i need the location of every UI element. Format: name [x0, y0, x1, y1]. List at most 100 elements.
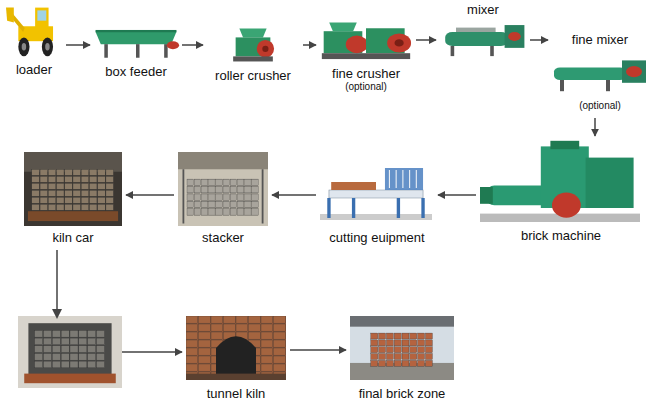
brick: [43, 353, 51, 360]
machine-label: loader: [16, 62, 52, 78]
brick: [35, 346, 43, 353]
brick: [425, 333, 432, 339]
brick: [186, 356, 198, 363]
brick: [402, 360, 409, 366]
brick: [98, 176, 105, 182]
brick: [73, 176, 80, 182]
machine-node: roller crusher: [203, 22, 303, 88]
brick: [274, 348, 286, 355]
machine-node: kiln car: [20, 150, 126, 250]
brick: [89, 204, 96, 210]
floor: [186, 374, 286, 380]
brick: [371, 333, 378, 339]
brick: [61, 338, 69, 345]
photo-wall: [24, 152, 122, 172]
brick: [394, 347, 401, 353]
brick: [187, 209, 193, 215]
brick: [371, 347, 378, 353]
brick: [274, 356, 286, 363]
brick: [89, 183, 96, 189]
brick: [194, 187, 200, 193]
photo-roof: [178, 152, 268, 169]
base: [233, 56, 273, 61]
brick: [201, 201, 207, 207]
brick: [418, 340, 425, 346]
brick: [89, 190, 96, 196]
brick: [89, 176, 96, 182]
brick: [79, 346, 87, 353]
brick: [211, 316, 223, 323]
machine-label: mixer: [467, 2, 499, 18]
brick: [386, 354, 393, 360]
machine-picture: [6, 2, 62, 58]
gear-box: [505, 25, 525, 48]
brick: [245, 209, 251, 215]
brick: [186, 316, 198, 323]
hopper: [550, 141, 579, 149]
kiln-wall: [186, 316, 286, 380]
photo-ground: [178, 152, 268, 226]
brick: [245, 194, 251, 200]
brick: [194, 194, 200, 200]
gear-box: [622, 60, 646, 82]
machine-label: tunnel kiln: [207, 386, 266, 402]
die: [480, 187, 493, 204]
brick: [88, 361, 96, 368]
flywheel: [346, 36, 368, 54]
hopper: [329, 22, 357, 31]
brick: [98, 169, 105, 175]
brick: [52, 346, 60, 353]
brick: [261, 340, 273, 347]
brick: [209, 179, 215, 185]
brick: [73, 197, 80, 203]
brick: [98, 197, 105, 203]
brick: [261, 332, 273, 339]
leg: [136, 44, 140, 58]
brick: [79, 361, 87, 368]
machine-label: (optional): [579, 100, 621, 112]
kiln-loading-photo: [18, 316, 122, 388]
brick: [249, 332, 261, 339]
machine-label: cutting euipment: [329, 230, 424, 246]
brick: [32, 183, 39, 189]
leg: [490, 46, 494, 56]
cutter-head: [385, 168, 423, 190]
machine-label: fine crusher: [332, 66, 400, 82]
cutter-frame: [329, 198, 423, 218]
kiln-mouth: [216, 336, 256, 380]
brick: [418, 354, 425, 360]
brick: [425, 347, 432, 353]
flow-arrow: [290, 349, 346, 351]
brick: [70, 330, 78, 337]
machine-node: tunnel kiln: [182, 314, 290, 410]
machine-picture: [438, 20, 528, 58]
brick: [187, 187, 193, 193]
brick: [97, 346, 105, 353]
brick: [410, 354, 417, 360]
brick: [230, 209, 236, 215]
floor: [320, 214, 432, 220]
brick: [106, 176, 113, 182]
brick: [32, 197, 39, 203]
brick: [223, 187, 229, 193]
cab-window: [37, 10, 46, 20]
machine-node: stacker: [174, 150, 272, 250]
brick: [261, 364, 273, 371]
arrow-head: [52, 309, 62, 319]
leg: [104, 44, 108, 58]
photo-roof: [350, 316, 454, 327]
brick: [187, 179, 193, 185]
brick: [98, 204, 105, 210]
machine-node: fine crusher(optional): [316, 16, 416, 96]
machine-node: final brick zone: [346, 314, 458, 410]
brick: [209, 187, 215, 193]
brick: [40, 197, 47, 203]
brick: [402, 340, 409, 346]
brick: [106, 204, 113, 210]
brick: [81, 176, 88, 182]
brick: [209, 201, 215, 207]
brick: [79, 330, 87, 337]
brick: [418, 347, 425, 353]
brick: [394, 340, 401, 346]
leg: [606, 80, 610, 91]
